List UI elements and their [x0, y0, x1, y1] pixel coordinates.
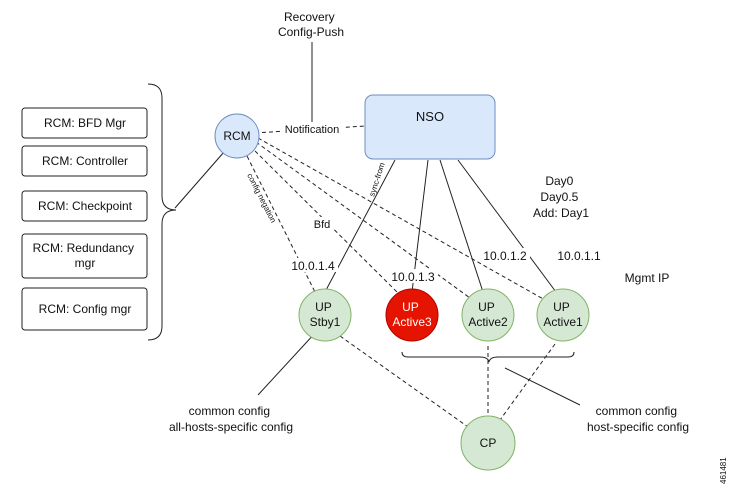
- rcm-component-label: RCM: Config mgr: [39, 302, 132, 316]
- up-title: UP: [553, 300, 570, 314]
- nso-active1-line: [457, 159, 557, 293]
- ip-label: 10.0.1.1: [557, 249, 601, 263]
- rcm-component-box: [21, 190, 148, 222]
- bfd-label-group: Bfd: [311, 217, 333, 231]
- rcm-component-label: RCM: Redundancy mgr: [33, 241, 138, 270]
- config-negation-label: config negation: [245, 172, 278, 224]
- nso-box: [364, 94, 496, 160]
- nso-stby1-line: [324, 159, 396, 293]
- up-circle: [298, 288, 352, 342]
- rcm-component-label: RCM: BFD Mgr: [44, 116, 126, 130]
- up-title: UP: [402, 300, 419, 314]
- recovery-label-line-2: Config-Push: [278, 25, 344, 39]
- up-circle: [461, 288, 515, 342]
- rcm-components: RCM: BFD Mgr RCM: Controller RCM: Checkp…: [21, 107, 148, 331]
- ip-label: 10.0.1.3: [391, 270, 435, 284]
- mgmt-ip-label: Mgmt IP: [625, 271, 670, 285]
- rcm-component-box: [21, 233, 148, 279]
- brace-rcm-line: [174, 151, 225, 209]
- rcm-component-box: [21, 145, 148, 177]
- up-label: UP Stby1: [310, 300, 341, 329]
- up-title: UP: [478, 300, 495, 314]
- cp-node: CP: [460, 415, 516, 471]
- ip-label-bg: [288, 258, 338, 272]
- up-subtitle: Active1: [543, 315, 583, 329]
- up-node-active1: UP Active1: [536, 288, 590, 342]
- up-label: UP Active3: [392, 300, 432, 329]
- up-node-active3: UP Active3: [385, 288, 439, 342]
- cp-label: CP: [480, 436, 497, 450]
- ip-label: 10.0.1.4: [291, 259, 335, 273]
- up-subtitle: Stby1: [310, 315, 341, 329]
- up-circle: [385, 288, 439, 342]
- right-note-line-2: host-specific config: [587, 420, 689, 434]
- ip-label-bg: [554, 248, 604, 262]
- bfd-label-bg: [311, 217, 333, 230]
- nso-active2-line: [439, 159, 484, 293]
- notification-label-group: Notification: [280, 122, 344, 136]
- ip-label: 10.0.1.2: [483, 249, 527, 263]
- up-title: UP: [315, 300, 332, 314]
- cp-circle: [460, 415, 516, 471]
- rcm-component-box: [21, 107, 148, 139]
- rcm-label: RCM: [223, 129, 250, 143]
- figure-id: 461481: [719, 457, 728, 484]
- right-note: common config host-specific config: [587, 404, 689, 434]
- active1-cp-dashed: [499, 343, 556, 421]
- recovery-label: Recovery Config-Push: [278, 10, 344, 39]
- day-labels: Day0 Day0.5 Add: Day1: [533, 174, 589, 220]
- rcm-active1-dashed: [257, 137, 546, 301]
- rcm-node: RCM: [214, 113, 260, 159]
- day-label: Day0.5: [540, 190, 578, 204]
- rcm-component-label-line-2: mgr: [75, 256, 96, 270]
- up-circle: [536, 288, 590, 342]
- left-note-line-1: common config: [189, 404, 270, 418]
- up-nodes: UP Stby1 UP Active3 UP Active2 UP Active…: [298, 288, 590, 342]
- ip-labels: 10.0.1.4 10.0.1.3 10.0.1.2 10.0.1.1: [288, 248, 604, 284]
- left-note-line-2: all-hosts-specific config: [169, 420, 293, 434]
- notification-label-bg: [280, 122, 344, 136]
- bfd-label: Bfd: [314, 219, 331, 231]
- ip-label-bg: [388, 269, 438, 283]
- left-note: common config all-hosts-specific config: [169, 404, 293, 434]
- day-label: Day0: [545, 174, 573, 188]
- rcm-component-label-line-1: RCM: Redundancy: [33, 241, 134, 255]
- up-label: UP Active1: [543, 300, 583, 329]
- notification-label: Notification: [285, 124, 339, 136]
- rcm-stby1-dashed: [243, 149, 316, 293]
- rcm-component-box: [21, 287, 148, 331]
- up-node-stby1: UP Stby1: [298, 288, 352, 342]
- up-label: UP Active2: [468, 300, 508, 329]
- connectors: [147, 42, 581, 435]
- up-subtitle: Active2: [468, 315, 508, 329]
- day-label: Add: Day1: [533, 206, 589, 220]
- recovery-label-line-1: Recovery: [284, 10, 335, 24]
- rcm-component-label: RCM: Checkpoint: [38, 199, 133, 213]
- ip-label-bg: [480, 248, 530, 262]
- sync-from-label: sync-from: [367, 161, 387, 197]
- rcm-components-brace: [147, 83, 177, 341]
- nso-label: NSO: [416, 109, 444, 124]
- nso-node: NSO: [364, 94, 496, 160]
- rcm-circle: [214, 113, 260, 159]
- actives-bracket: [401, 351, 575, 363]
- left-note-pointer: [257, 331, 317, 396]
- stby1-cp-dashed: [339, 335, 479, 435]
- rcm-component-label: RCM: Controller: [42, 154, 128, 168]
- up-node-active2: UP Active2: [461, 288, 515, 342]
- rcm-nso-notification-line: [254, 125, 366, 134]
- right-note-pointer: [504, 367, 581, 406]
- up-subtitle: Active3: [392, 315, 432, 329]
- right-note-line-1: common config: [596, 404, 677, 418]
